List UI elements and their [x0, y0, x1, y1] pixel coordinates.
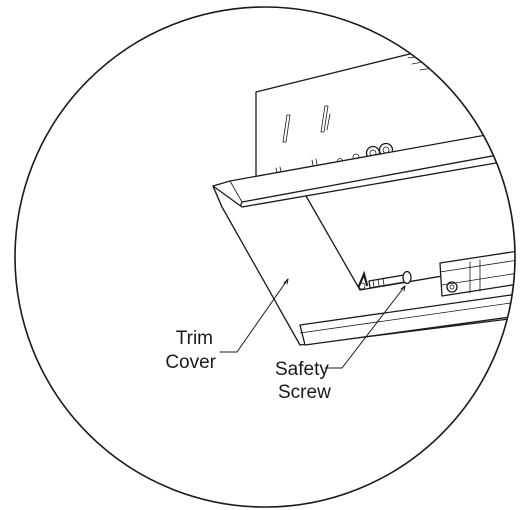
- cavity-edge: [305, 195, 361, 291]
- safety-screw-label-line1: Safety: [275, 359, 329, 380]
- bottom-rail-inner: [299, 300, 515, 334]
- trim-cover-arrowhead: [283, 278, 289, 285]
- bottom-rail: [299, 292, 515, 346]
- mechanism-rail: [439, 249, 515, 297]
- trim-cover-label-line1: Trim: [176, 328, 213, 349]
- trim-cover-face: [212, 157, 515, 346]
- trim-cover-leader: [219, 278, 289, 353]
- panel-slots: [282, 105, 331, 143]
- safety-screw-arrowhead: [400, 285, 406, 292]
- top-rail-edge: [229, 180, 243, 203]
- device-illustration: [212, 43, 515, 346]
- trim-cover-label-line2: Cover: [165, 352, 216, 373]
- safety-screw-leader: [324, 285, 406, 369]
- screw-bracket: [357, 270, 369, 288]
- safety-screw: [357, 270, 412, 290]
- safety-screw-label-line2: Screw: [278, 382, 331, 403]
- detail-circle: [14, 6, 516, 508]
